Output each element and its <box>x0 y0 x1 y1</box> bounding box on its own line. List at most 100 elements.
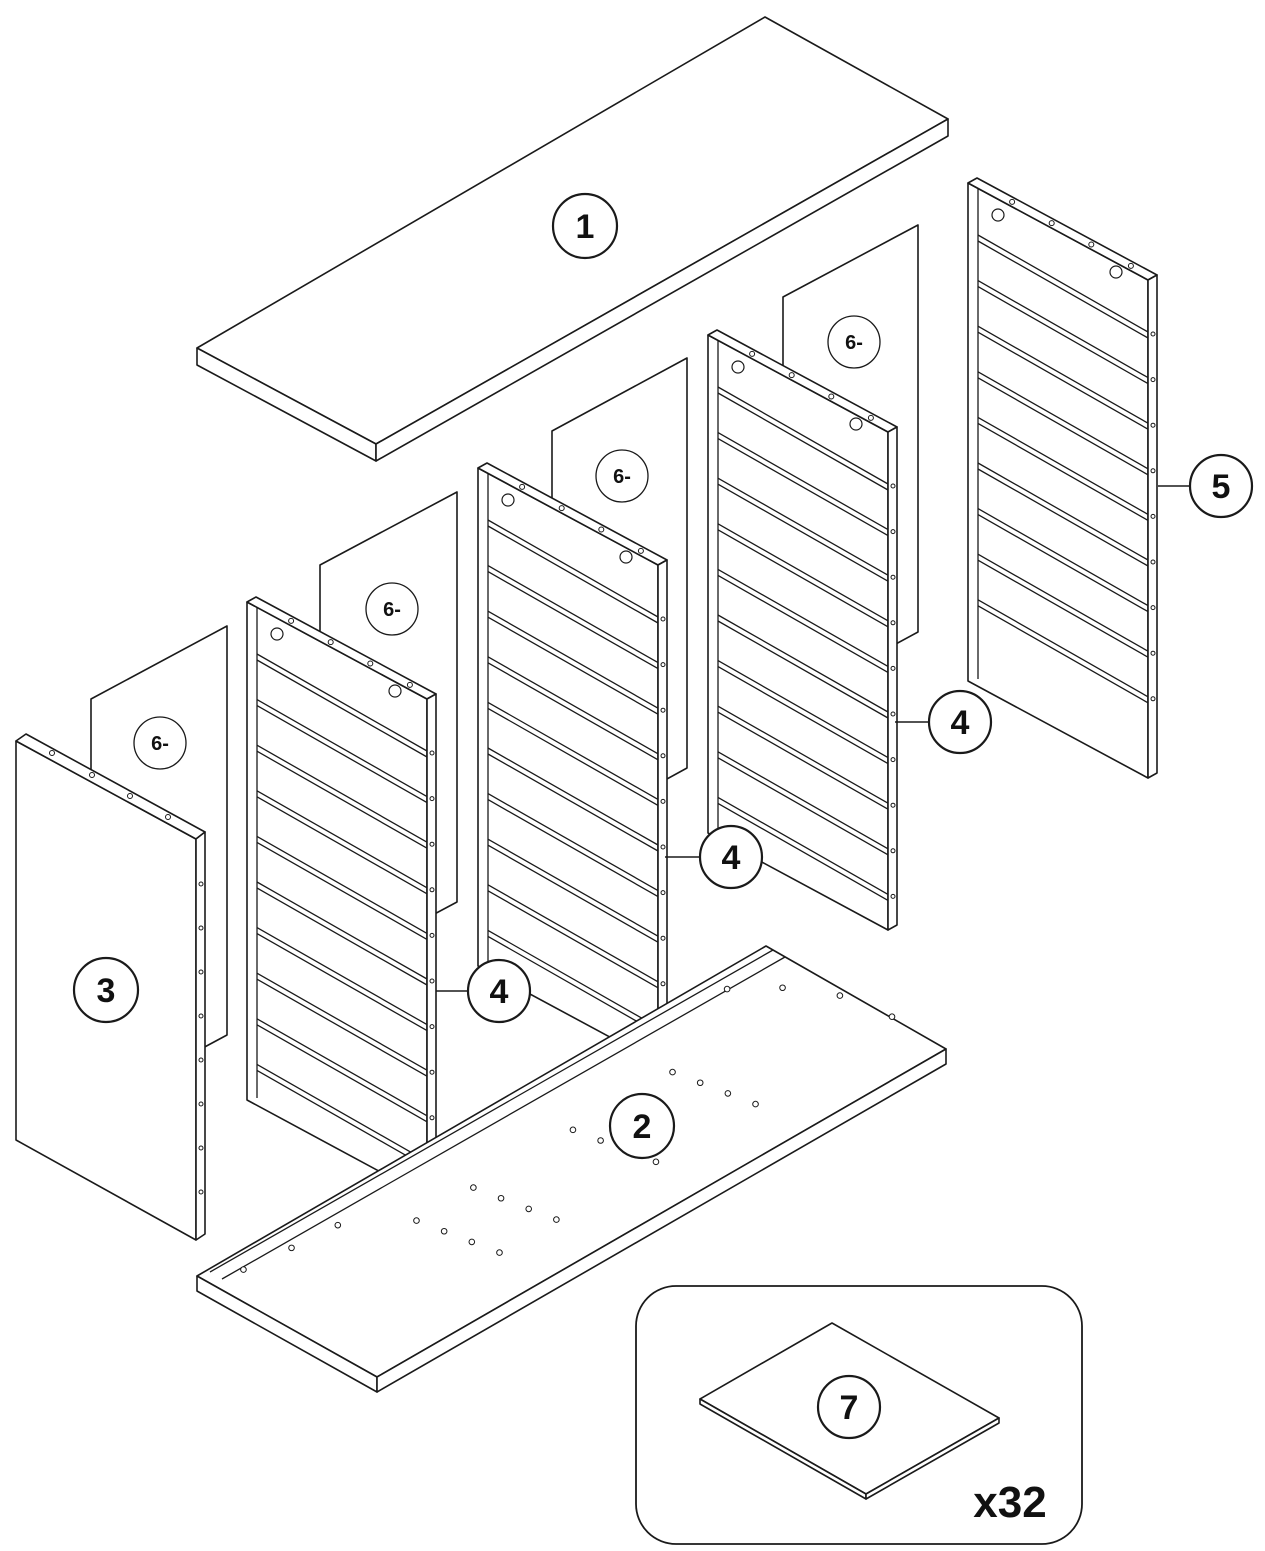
partition-a-top-hole <box>288 617 295 624</box>
partition-c-slot-top <box>717 523 889 622</box>
partition-c-slot-bottom <box>717 757 889 856</box>
partition-hole <box>497 1194 505 1202</box>
partition-a-slot-top <box>256 790 428 889</box>
partition-c-slot-top <box>717 751 889 850</box>
partition-b-top-hole <box>637 547 644 554</box>
partition-a-edge-hole <box>429 1115 435 1121</box>
part-3-label: 3 <box>97 972 116 1010</box>
partition-a-edge-hole <box>429 841 435 847</box>
partition-hole <box>468 1238 476 1246</box>
side-panel-right-slot-bottom <box>977 286 1149 385</box>
partition-c-top-hole <box>749 350 756 357</box>
partition-c-top-hole <box>828 393 835 400</box>
partition-b-slot-bottom <box>487 662 659 761</box>
partition-b-edge-hole <box>660 616 666 622</box>
partition-a-edge-hole <box>429 1069 435 1075</box>
partition-a-slot-top <box>256 744 428 843</box>
partition-c-slot-bottom <box>717 666 889 765</box>
partition-c-slot-bottom <box>717 483 889 582</box>
partition-a-slot-top <box>256 1063 428 1162</box>
part-5-label: 5 <box>1212 468 1231 506</box>
side-panel-right-slot-bottom <box>977 240 1149 339</box>
side-panel-right-slot-top <box>977 234 1149 333</box>
edge-hole <box>723 985 731 993</box>
partition-hole <box>597 1137 604 1144</box>
partition-a-cam-hole <box>388 684 402 698</box>
side-panel-right-slot-bottom <box>977 514 1149 613</box>
back-panel-d-callout: 6- <box>827 315 881 369</box>
partition-b-slot-top <box>487 519 659 618</box>
side-panel-right-cam-hole <box>1109 265 1123 279</box>
partition-a-slot-top <box>256 927 428 1026</box>
partition-c-edge-hole <box>890 893 896 899</box>
side-panel-left-edge-holes <box>49 750 204 1195</box>
side-panel-right-slot-top <box>977 325 1149 424</box>
partition-a-slot-top <box>256 972 428 1071</box>
partition-b-edge-hole <box>660 753 666 759</box>
partition-hole <box>525 1205 533 1213</box>
shelf-inset-box: 7 x32 <box>635 1285 1083 1545</box>
side-panel-right-slot-top <box>977 508 1149 607</box>
side-panel-right-edge-hole <box>1150 331 1156 337</box>
partition-b-slot-bottom <box>487 935 659 1034</box>
side-panel-right-slot-top <box>977 416 1149 515</box>
part-6-label-b: 6- <box>383 599 401 621</box>
partition-hole <box>752 1100 759 1108</box>
partition-c-top-hole <box>867 414 874 421</box>
partition-b-edge-hole <box>660 890 666 896</box>
partition-c-slot-bottom <box>717 392 889 491</box>
partition-c-slot-bottom <box>717 529 889 628</box>
side-panel-right-top-hole <box>1088 241 1095 248</box>
partition-b-slot-top <box>487 656 659 755</box>
partition-hole <box>652 1158 660 1166</box>
part-4-callout-c: 4 <box>895 689 993 755</box>
partition-hole <box>413 1217 420 1224</box>
part-3-callout: 3 <box>72 956 140 1024</box>
partition-b-slot-top <box>487 701 659 800</box>
partition-b-cam-hole <box>501 493 515 507</box>
partition-c-slot-top <box>717 705 889 804</box>
partition-c <box>707 329 898 931</box>
part-6-label-d: 6- <box>845 332 863 354</box>
partition-c-slot-top <box>717 796 889 895</box>
partition-c-edge-hole <box>890 848 896 854</box>
side-panel-right-slot-top <box>977 553 1149 652</box>
partition-b <box>477 462 668 1064</box>
partition-b-edge-hole <box>660 662 666 668</box>
partition-a-slot-bottom <box>256 750 428 849</box>
partition-b-top-hole <box>598 526 605 533</box>
partition-c-edge-hole <box>890 711 896 717</box>
partition-a-slot-bottom <box>256 887 428 986</box>
partition-c-slot-bottom <box>717 574 889 673</box>
partition-c-slot-bottom <box>717 711 889 810</box>
side-panel-right-slot-bottom <box>977 377 1149 476</box>
side-panel-right-top-hole <box>1009 198 1016 205</box>
side-panel-right-slot-top <box>977 280 1149 379</box>
partition-hole <box>470 1184 477 1191</box>
back-panel-b-callout: 6- <box>365 582 419 636</box>
part-4-label-b: 4 <box>722 839 741 877</box>
partition-c-slot-top <box>717 660 889 759</box>
part-1-callout: 1 <box>551 192 619 260</box>
partition-b-slot-top <box>487 929 659 1028</box>
partition-hole <box>696 1079 704 1087</box>
partition-c-edge-hole <box>890 529 896 535</box>
partition-b-top-hole <box>558 505 565 512</box>
side-panel-right-edge-hole <box>1150 650 1156 656</box>
partition-a-slot-bottom <box>256 933 428 1032</box>
partition-c-edge-hole <box>890 574 896 580</box>
partition-a <box>246 596 437 1198</box>
part-4-label-c: 4 <box>951 704 970 742</box>
side-panel-right-top-hole <box>1048 220 1055 227</box>
side-panel-right-slot-top <box>977 599 1149 698</box>
edge-hole <box>240 1266 247 1273</box>
partition-b-slot-top <box>487 747 659 846</box>
partition-b-slot-bottom <box>487 799 659 898</box>
partition-c-edge-hole <box>890 665 896 671</box>
partition-a-side-edge <box>426 693 437 1198</box>
partition-b-slot-bottom <box>487 753 659 852</box>
partition-b-slot-top <box>487 884 659 983</box>
part-2-callout: 2 <box>608 1092 676 1160</box>
partition-c-cam-hole <box>849 417 863 431</box>
side-panel-right-slot-bottom <box>977 468 1149 567</box>
